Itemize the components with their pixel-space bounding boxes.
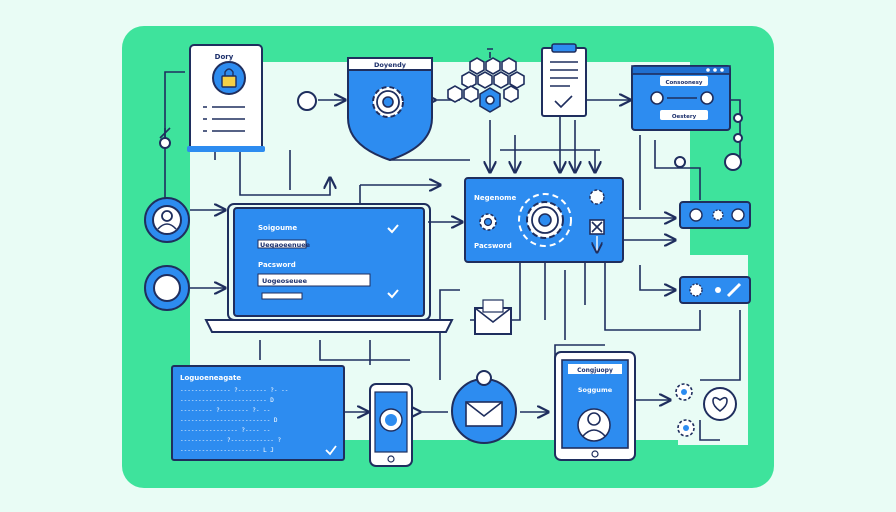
terminal-line: ------------------------ D: [180, 397, 274, 404]
gear-panel[interactable]: Negenome Pacsword: [464, 177, 624, 263]
clipboard-icon[interactable]: [541, 43, 587, 117]
window-title: Consoonesy: [665, 80, 702, 86]
login-heading: Soigoume: [258, 224, 297, 232]
lock-small-icon: [159, 127, 171, 149]
browser-window[interactable]: Consoonesy Oestery: [631, 65, 731, 131]
big-gear-icon: [526, 201, 564, 239]
terminal-panel[interactable]: Loguoeneagate -------------- ?-------- ?…: [171, 365, 345, 461]
terminal-line: ------------ ?------------ ?: [180, 437, 282, 444]
phone-icon[interactable]: [369, 383, 413, 467]
document-card[interactable]: Dory: [187, 44, 265, 152]
terminal-line: --------- ?-------- ?- --: [180, 407, 270, 414]
gear-small-icon-2: [677, 419, 695, 437]
gear-panel-bottom-label: Pacsword: [474, 242, 512, 250]
terminal-line: -------------- ?-------- ?- --: [180, 387, 288, 394]
envelope-icon[interactable]: [474, 299, 512, 335]
shield-title: Doyendy: [374, 61, 407, 69]
terminal-title: Loguoeneagate: [180, 374, 241, 382]
terminal-line: ---------------- ?---- --: [180, 427, 270, 434]
heart-bubble-icon: [703, 387, 737, 421]
terminal-line: ------------------------- D: [180, 417, 278, 424]
terminal-line: ---------------------- L J: [180, 447, 274, 454]
window-subtitle: Oestery: [672, 114, 697, 120]
user-avatar-icon[interactable]: [144, 197, 190, 243]
password-label: Pacsword: [258, 261, 296, 269]
side-nodes: [674, 113, 743, 171]
mail-circle-icon[interactable]: [451, 370, 517, 444]
username-field[interactable]: Uegaoeenuee: [260, 241, 311, 249]
node-circle-icon: [297, 91, 317, 111]
password-field[interactable]: Uogeoseuee: [262, 277, 308, 285]
icon-toolbar-bottom[interactable]: [679, 276, 751, 304]
icon-toolbar-top[interactable]: [679, 201, 751, 229]
gear-panel-top-label: Negenome: [474, 194, 516, 202]
gear-icon: [372, 86, 404, 118]
tablet-subheader: Soggume: [578, 386, 613, 394]
laptop-login[interactable]: Soigoume Uegaoeenuee Pacsword Uogeoseuee: [204, 203, 454, 333]
shield-gear[interactable]: Doyendy: [347, 57, 433, 162]
hexagon-network-icon: [447, 48, 525, 113]
tablet-header: Congjuopy: [577, 367, 613, 374]
gear-small-icon: [675, 383, 693, 401]
user-circle-icon[interactable]: [144, 265, 190, 311]
document-title: Dory: [215, 53, 234, 61]
tablet-profile[interactable]: Congjuopy Soggume: [554, 351, 636, 461]
